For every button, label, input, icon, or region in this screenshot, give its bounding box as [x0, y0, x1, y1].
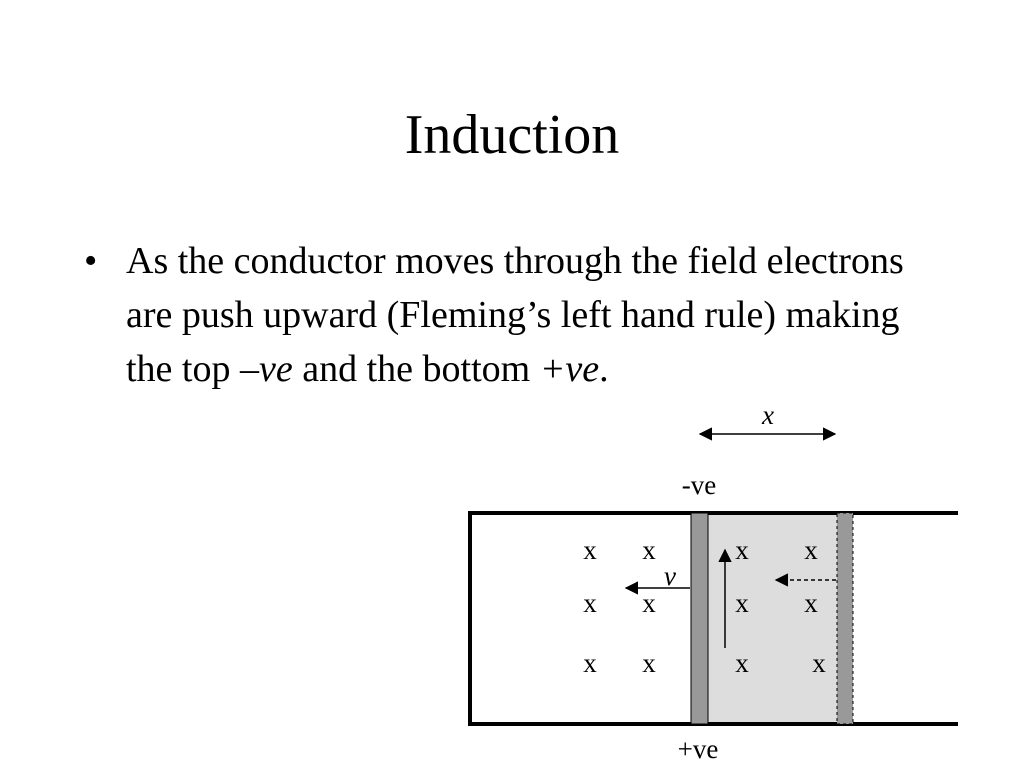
- slide-title: Induction: [404, 104, 620, 166]
- field-symbol: x: [735, 588, 749, 618]
- previous-conductor-position: [836, 512, 854, 725]
- top-charge-label: -ve: [682, 470, 716, 500]
- field-symbol: x: [583, 648, 597, 678]
- field-symbol: x: [735, 535, 749, 565]
- top-charge-text: –ve: [239, 348, 293, 390]
- field-symbol: x: [642, 648, 656, 678]
- bullet-symbol: •: [84, 240, 98, 282]
- field-symbol: x: [583, 588, 597, 618]
- field-symbol: x: [642, 588, 656, 618]
- field-symbol: x: [804, 535, 818, 565]
- bullet-text-part1: As the conductor moves through the field…: [126, 240, 904, 390]
- field-symbol: x: [804, 588, 818, 618]
- x-arrow-label: x: [761, 400, 774, 430]
- field-symbol: x: [812, 648, 826, 678]
- field-symbol: x: [735, 648, 749, 678]
- velocity-label: v: [664, 561, 676, 591]
- bullet-list: • As the conductor moves through the fie…: [84, 234, 904, 396]
- bullet-text-part3: .: [599, 348, 609, 390]
- field-symbol: x: [642, 535, 656, 565]
- swept-area: [708, 513, 838, 724]
- moving-conductor: [690, 512, 709, 725]
- bullet-text: As the conductor moves through the field…: [126, 240, 904, 390]
- field-symbols: x x x x x x x x x x x x: [583, 535, 826, 678]
- bottom-charge-text: +ve: [539, 348, 600, 390]
- bullet-item: • As the conductor moves through the fie…: [84, 234, 904, 396]
- bottom-charge-label: +ve: [678, 734, 719, 764]
- bullet-text-part2: and the bottom: [292, 348, 540, 390]
- field-symbol: x: [583, 535, 597, 565]
